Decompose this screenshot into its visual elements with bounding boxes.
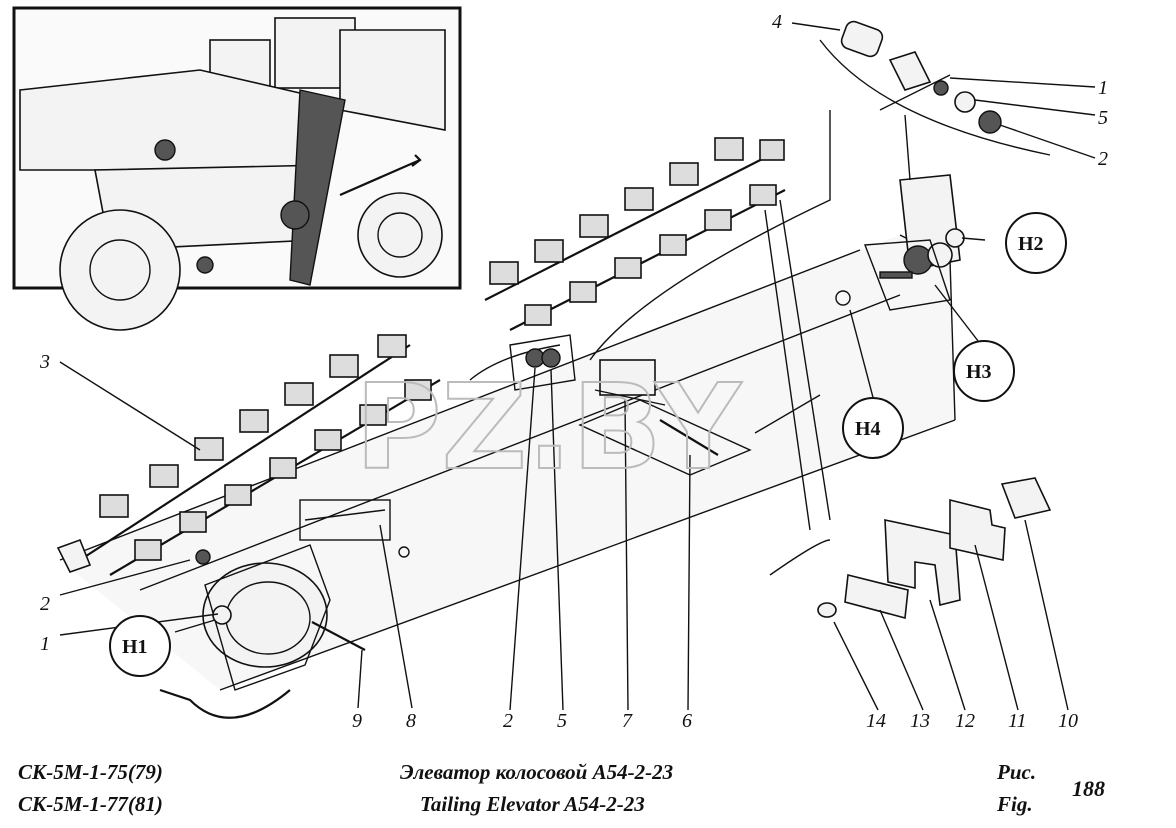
callout-h4-label: H4 (855, 418, 881, 440)
scraper-chain-upper (484, 137, 786, 331)
callout-h3: H3 (953, 340, 1015, 402)
combine-inset-illustration (12, 6, 462, 331)
part-label-12: 12 (955, 710, 975, 732)
part-label-2-bottom: 2 (503, 710, 513, 732)
figure-label-english: Fig. (997, 792, 1033, 816)
drive-sprocket-assembly (864, 174, 965, 311)
title-russian: Элеватор колосовой А54-2-23 (400, 760, 674, 784)
part-label-13: 13 (910, 710, 930, 732)
part-label-2-left: 2 (40, 593, 50, 615)
part-label-2-top: 2 (1098, 148, 1108, 170)
part-label-11: 11 (1008, 710, 1027, 732)
leader-lines (59, 22, 1096, 711)
part-label-9: 9 (352, 710, 362, 732)
part-number-labels: 4 1 5 2 3 2 1 9 8 2 5 7 6 14 13 12 11 10 (39, 11, 1108, 732)
model-code-line-2: СК-5М-1-77(81) (18, 792, 163, 816)
callout-h2-label: H2 (1018, 233, 1044, 255)
part-label-1-left: 1 (40, 633, 50, 655)
part-label-6: 6 (682, 710, 692, 732)
figure-number: 188 (1072, 776, 1105, 801)
watermark-text: PZ.BY (355, 358, 742, 496)
part-label-8: 8 (406, 710, 416, 732)
part-label-5-bottom: 5 (557, 710, 567, 732)
callout-h3-label: H3 (966, 361, 992, 383)
model-code-line-1: СК-5М-1-75(79) (18, 760, 163, 784)
callout-h1: H1 (109, 615, 171, 677)
elevator-housing (59, 110, 956, 719)
part-label-5-top: 5 (1098, 107, 1108, 129)
part-label-14: 14 (866, 710, 886, 732)
callout-h4: H4 (842, 397, 904, 459)
part-label-3: 3 (39, 351, 50, 373)
part-label-7: 7 (622, 710, 633, 732)
exploded-small-parts (195, 20, 1052, 651)
part-label-4: 4 (772, 11, 782, 33)
title-english: Tailing Elevator A54-2-23 (420, 792, 645, 816)
part-label-1-top: 1 (1098, 77, 1108, 99)
callout-h1-label: H1 (122, 636, 148, 658)
part-label-10: 10 (1058, 710, 1078, 732)
callout-h2: H2 (1005, 212, 1067, 274)
scraper-chain-lower (56, 334, 441, 576)
figure-label-russian: Рис. (997, 760, 1037, 784)
